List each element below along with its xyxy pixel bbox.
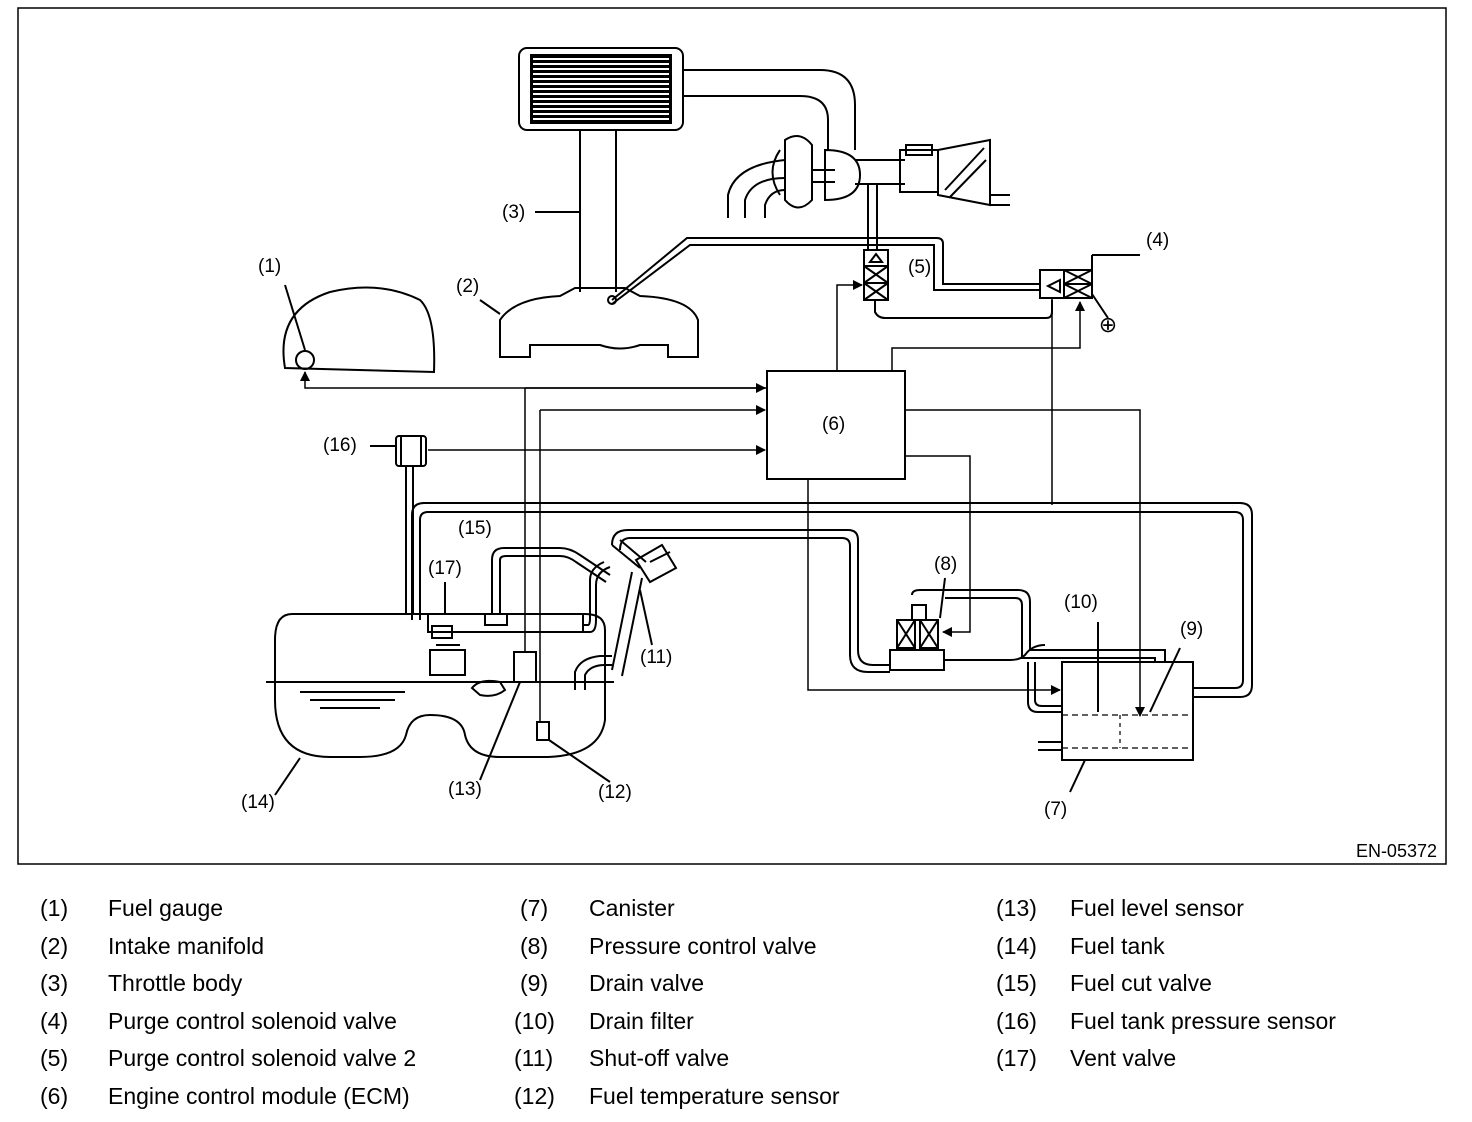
legend-number: (9): [520, 970, 549, 997]
callout-8: (8): [934, 554, 957, 575]
fuel-tank: [266, 613, 614, 796]
callout-17: (17): [428, 558, 462, 579]
canister: [1061, 622, 1194, 793]
legend-label: Pressure control valve: [589, 932, 817, 959]
ecm-box: [766, 370, 906, 480]
legend-number: (13): [996, 895, 1037, 921]
legend-number: (3): [40, 970, 69, 997]
legend: (1) Fuel gauge (2) Intake manifold (3) Thro…: [0, 893, 1472, 1118]
legend-number: (10): [514, 1007, 555, 1034]
legend-number: (16): [996, 1007, 1037, 1034]
throttle-body: [535, 130, 617, 292]
legend-number: (6): [40, 1082, 69, 1109]
callout-11: (11): [640, 647, 672, 668]
purge-solenoid-valve: [1039, 254, 1140, 319]
legend-label: Throttle body: [108, 970, 243, 997]
legend-label: Fuel cut valve: [1070, 970, 1212, 997]
callout-6: (6): [822, 414, 845, 435]
diagram-frame: [17, 7, 1447, 865]
callout-1: (1): [258, 256, 281, 277]
evap-system-diagram: ⊕: [17, 7, 1447, 865]
callout-14: (14): [241, 792, 275, 813]
legend-number: (15): [996, 970, 1037, 997]
pressure-control-valve: [889, 577, 946, 671]
legend-label: Drain valve: [589, 970, 705, 997]
vapor-hoses: [411, 502, 1253, 751]
legend-number: (14): [996, 932, 1037, 959]
legend-number: (11): [514, 1045, 554, 1072]
legend-label: Intake manifold: [108, 932, 264, 959]
battery-positive-symbol: ⊕: [1099, 312, 1117, 337]
legend-label: Shut-off valve: [589, 1045, 730, 1072]
legend-label: Fuel temperature sensor: [589, 1082, 840, 1109]
legend-label: Fuel gauge: [108, 895, 224, 921]
callout-9: (9): [1180, 619, 1203, 640]
legend-label: Fuel tank pressure sensor: [1070, 1007, 1336, 1034]
fuel-tank-pressure-sensor: [370, 435, 427, 614]
signal-lines: [300, 280, 1145, 722]
purge-solenoid-valve-2: [863, 249, 889, 301]
legend-number: (5): [40, 1045, 69, 1072]
legend-number: (1): [40, 895, 69, 921]
callout-7: (7): [1044, 799, 1067, 820]
figure-id: EN-05372: [1356, 841, 1437, 861]
fuel-tank-internals: [427, 547, 611, 783]
callout-12: (12): [598, 782, 632, 803]
legend-number: (17): [996, 1045, 1037, 1072]
callout-15: (15): [458, 518, 492, 539]
legend-number: (4): [40, 1007, 69, 1034]
intercooler: [518, 47, 856, 131]
legend-label: Purge control solenoid valve: [108, 1007, 397, 1034]
callout-13: (13): [448, 779, 482, 800]
legend-number: (12): [514, 1082, 555, 1109]
legend-label: Engine control module (ECM): [108, 1082, 410, 1109]
legend-label: Drain filter: [589, 1007, 694, 1034]
callout-2: (2): [456, 276, 479, 297]
turbocharger: [727, 130, 1010, 218]
legend-label: Fuel tank: [1070, 932, 1165, 959]
callout-5: (5): [908, 257, 931, 278]
callout-10: (10): [1064, 592, 1098, 613]
legend-label: Fuel level sensor: [1070, 895, 1244, 921]
fuel-gauge: [282, 284, 436, 374]
callout-4: (4): [1146, 230, 1169, 251]
callout-3: (3): [502, 202, 525, 223]
legend-number: (8): [520, 932, 549, 959]
legend-label: Canister: [589, 895, 675, 921]
filler-neck: [574, 539, 678, 690]
legend-label: Vent valve: [1070, 1045, 1177, 1072]
legend-number: (7): [520, 895, 549, 921]
callout-16: (16): [323, 435, 357, 456]
legend-label: Purge control solenoid valve 2: [108, 1045, 417, 1072]
intake-manifold: [479, 287, 699, 358]
legend-number: (2): [40, 932, 69, 959]
